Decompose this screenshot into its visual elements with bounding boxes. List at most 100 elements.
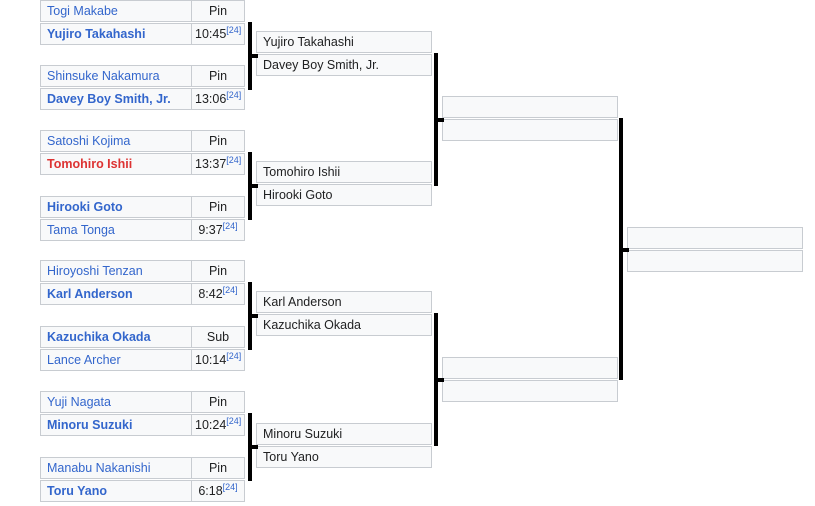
match-result: Pin bbox=[191, 197, 244, 217]
match-r2m4: Minoru Suzuki Toru Yano bbox=[256, 423, 432, 468]
seed-row[interactable]: Yuji Nagata Pin bbox=[40, 391, 245, 413]
match-result: 8:42[24] bbox=[191, 284, 244, 304]
competitor-name[interactable]: Kazuchika Okada bbox=[47, 330, 151, 344]
match-result: Sub bbox=[191, 327, 244, 347]
competitor-name: Yujiro Takahashi bbox=[263, 35, 354, 49]
seed-row[interactable] bbox=[627, 227, 803, 249]
seed-row[interactable]: Minoru Suzuki 10:24[24] bbox=[40, 414, 245, 436]
connector-stub-final bbox=[619, 248, 629, 252]
seed-row[interactable]: Yujiro Takahashi bbox=[256, 31, 432, 53]
match-result: Pin bbox=[191, 392, 244, 412]
seed-row[interactable]: Hirooki Goto bbox=[256, 184, 432, 206]
match-r1m6: Kazuchika Okada Sub Lance Archer 10:14[2… bbox=[40, 326, 245, 371]
seed-row[interactable]: Hirooki Goto Pin bbox=[40, 196, 245, 218]
seed-row[interactable] bbox=[442, 96, 618, 118]
seed-row[interactable]: Toru Yano bbox=[256, 446, 432, 468]
match-result: 9:37[24] bbox=[191, 220, 244, 240]
match-result: Pin bbox=[191, 131, 244, 151]
seed-row[interactable]: Kazuchika Okada bbox=[256, 314, 432, 336]
seed-row[interactable]: Tama Tonga 9:37[24] bbox=[40, 219, 245, 241]
match-r2m3: Karl Anderson Kazuchika Okada bbox=[256, 291, 432, 336]
seed-row[interactable]: Satoshi Kojima Pin bbox=[40, 130, 245, 152]
competitor-name[interactable]: Hiroyoshi Tenzan bbox=[47, 264, 143, 278]
match-result: 10:24[24] bbox=[191, 415, 244, 435]
connector-stub-r3-2 bbox=[434, 378, 444, 382]
match-result: Pin bbox=[191, 1, 244, 21]
match-r2m2: Tomohiro Ishii Hirooki Goto bbox=[256, 161, 432, 206]
seed-row[interactable] bbox=[442, 380, 618, 402]
seed-row[interactable]: Manabu Nakanishi Pin bbox=[40, 457, 245, 479]
competitor-name[interactable]: Minoru Suzuki bbox=[47, 418, 133, 432]
competitor-name[interactable]: Yujiro Takahashi bbox=[47, 27, 146, 41]
competitor-name[interactable]: Tama Tonga bbox=[47, 223, 115, 237]
reference-link[interactable]: [24] bbox=[226, 350, 242, 361]
match-result: 10:14[24] bbox=[191, 350, 244, 370]
competitor-name[interactable]: Davey Boy Smith, Jr. bbox=[47, 92, 171, 106]
match-result: Pin bbox=[191, 458, 244, 478]
seed-row[interactable]: Davey Boy Smith, Jr. bbox=[256, 54, 432, 76]
match-r1m4: Hirooki Goto Pin Tama Tonga 9:37[24] bbox=[40, 196, 245, 241]
competitor-name[interactable]: Toru Yano bbox=[47, 484, 107, 498]
reference-link[interactable]: [24] bbox=[226, 415, 242, 426]
reference-link[interactable]: [24] bbox=[226, 89, 242, 100]
seed-row[interactable] bbox=[442, 357, 618, 379]
competitor-name[interactable]: Togi Makabe bbox=[47, 4, 118, 18]
competitor-name[interactable]: Tomohiro Ishii bbox=[47, 157, 133, 171]
connector-stub-r2-3 bbox=[248, 314, 258, 318]
reference-link[interactable]: [24] bbox=[226, 24, 242, 35]
seed-row[interactable]: Karl Anderson bbox=[256, 291, 432, 313]
seed-row[interactable]: Karl Anderson 8:42[24] bbox=[40, 283, 245, 305]
competitor-name[interactable]: Manabu Nakanishi bbox=[47, 461, 151, 475]
match-result: 10:45[24] bbox=[191, 24, 244, 44]
match-result: 6:18[24] bbox=[191, 481, 244, 501]
competitor-name[interactable]: Lance Archer bbox=[47, 353, 121, 367]
competitor-name: Minoru Suzuki bbox=[263, 427, 343, 441]
match-result: 13:37[24] bbox=[191, 154, 244, 174]
seed-row[interactable]: Minoru Suzuki bbox=[256, 423, 432, 445]
competitor-name: Toru Yano bbox=[263, 450, 319, 464]
competitor-name[interactable]: Yuji Nagata bbox=[47, 395, 111, 409]
seed-row[interactable] bbox=[627, 250, 803, 272]
connector-stub-r2-1 bbox=[248, 54, 258, 58]
connector-stub-r2-2 bbox=[248, 184, 258, 188]
seed-row[interactable]: Lance Archer 10:14[24] bbox=[40, 349, 245, 371]
match-result: 13:06[24] bbox=[191, 89, 244, 109]
competitor-name: Tomohiro Ishii bbox=[263, 165, 341, 179]
seed-row[interactable]: Toru Yano 6:18[24] bbox=[40, 480, 245, 502]
competitor-name: Karl Anderson bbox=[263, 295, 342, 309]
competitor-name[interactable]: Satoshi Kojima bbox=[47, 134, 131, 148]
match-final bbox=[627, 227, 803, 272]
match-r3m1 bbox=[442, 96, 618, 141]
match-r1m2: Shinsuke Nakamura Pin Davey Boy Smith, J… bbox=[40, 65, 245, 110]
match-r2m1: Yujiro Takahashi Davey Boy Smith, Jr. bbox=[256, 31, 432, 76]
seed-row[interactable] bbox=[442, 119, 618, 141]
connector-stub-r2-4 bbox=[248, 445, 258, 449]
competitor-name: Kazuchika Okada bbox=[263, 318, 361, 332]
match-r1m3: Satoshi Kojima Pin Tomohiro Ishii 13:37[… bbox=[40, 130, 245, 175]
connector-stub-r3-1 bbox=[434, 118, 444, 122]
seed-row[interactable]: Togi Makabe Pin bbox=[40, 0, 245, 22]
reference-link[interactable]: [24] bbox=[222, 220, 238, 231]
competitor-name: Davey Boy Smith, Jr. bbox=[263, 58, 380, 72]
match-result: Pin bbox=[191, 66, 244, 86]
reference-link[interactable]: [24] bbox=[222, 284, 238, 295]
seed-row[interactable]: Tomohiro Ishii 13:37[24] bbox=[40, 153, 245, 175]
seed-row[interactable]: Davey Boy Smith, Jr. 13:06[24] bbox=[40, 88, 245, 110]
match-r1m8: Manabu Nakanishi Pin Toru Yano 6:18[24] bbox=[40, 457, 245, 502]
reference-link[interactable]: [24] bbox=[226, 154, 242, 165]
competitor-name: Hirooki Goto bbox=[263, 188, 333, 202]
competitor-name[interactable]: Shinsuke Nakamura bbox=[47, 69, 160, 83]
competitor-name[interactable]: Hirooki Goto bbox=[47, 200, 123, 214]
seed-row[interactable]: Kazuchika Okada Sub bbox=[40, 326, 245, 348]
match-r1m1: Togi Makabe Pin Yujiro Takahashi 10:45[2… bbox=[40, 0, 245, 45]
seed-row[interactable]: Shinsuke Nakamura Pin bbox=[40, 65, 245, 87]
match-result: Pin bbox=[191, 261, 244, 281]
match-r3m2 bbox=[442, 357, 618, 402]
seed-row[interactable]: Hiroyoshi Tenzan Pin bbox=[40, 260, 245, 282]
seed-row[interactable]: Yujiro Takahashi 10:45[24] bbox=[40, 23, 245, 45]
competitor-name[interactable]: Karl Anderson bbox=[47, 287, 133, 301]
reference-link[interactable]: [24] bbox=[222, 481, 238, 492]
seed-row[interactable]: Tomohiro Ishii bbox=[256, 161, 432, 183]
match-r1m7: Yuji Nagata Pin Minoru Suzuki 10:24[24] bbox=[40, 391, 245, 436]
